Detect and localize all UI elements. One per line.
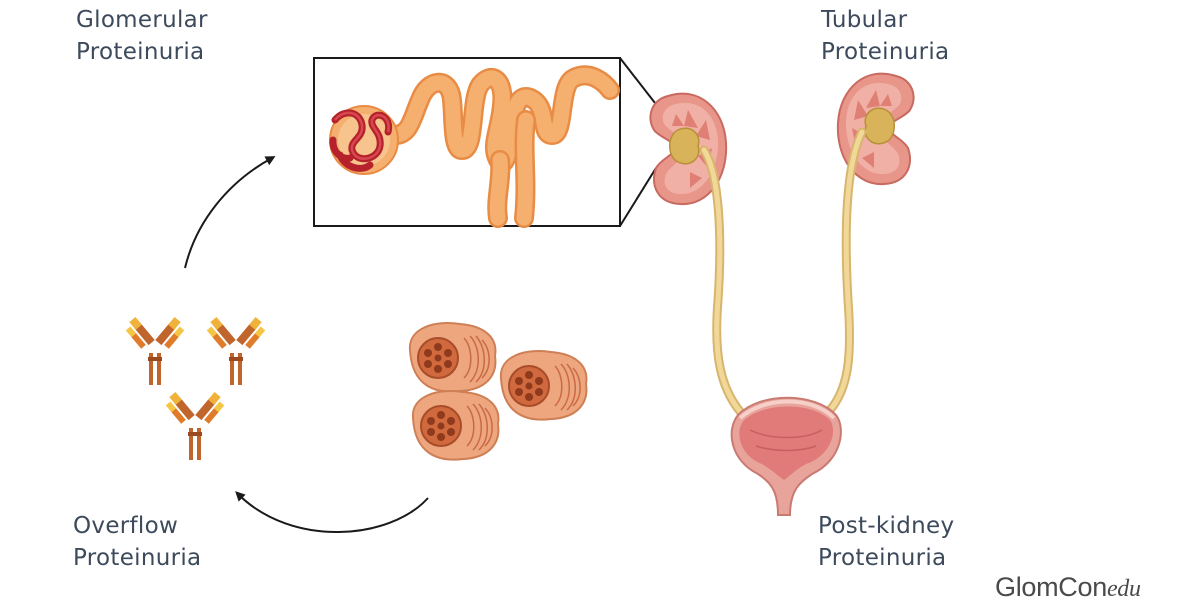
nephron-tubule-icon [385,65,620,228]
tubular-label-line2: Proteinuria [821,39,950,65]
plasma-cell-icon [499,350,588,421]
brand-logo: GlomConedu [995,572,1141,603]
arrow-icon [184,156,276,269]
brand-suffix: edu [1106,576,1141,602]
overflow-proteinuria-label: Overflow Proteinuria [73,510,201,574]
glomerulus-icon [329,105,399,175]
tubular-proteinuria-label: Tubular Proteinuria [821,4,949,68]
ureter-icon [699,127,867,423]
antibody-icon [125,317,185,385]
arrow-icon [235,491,429,533]
antibody-icon [206,317,266,385]
postkidney-label-line1: Post-kidney [818,513,955,539]
overflow-label-line1: Overflow [73,513,179,539]
glomerular-label-line2: Proteinuria [76,39,205,65]
antibody-icon [165,392,225,460]
overflow-label-line2: Proteinuria [73,545,202,571]
glomerular-label-line1: Glomerular [76,7,208,33]
glomerular-proteinuria-label: Glomerular Proteinuria [76,4,208,68]
tubular-label-line1: Tubular [821,7,908,33]
brand-name: GlomCon [995,572,1107,602]
inset-connector-bottom [619,167,657,227]
postkidney-label-line2: Proteinuria [818,545,947,571]
bladder-icon [730,396,842,516]
plasma-cell-icon [411,390,500,461]
plasma-cell-icon [408,322,497,393]
postkidney-proteinuria-label: Post-kidney Proteinuria [818,510,954,574]
